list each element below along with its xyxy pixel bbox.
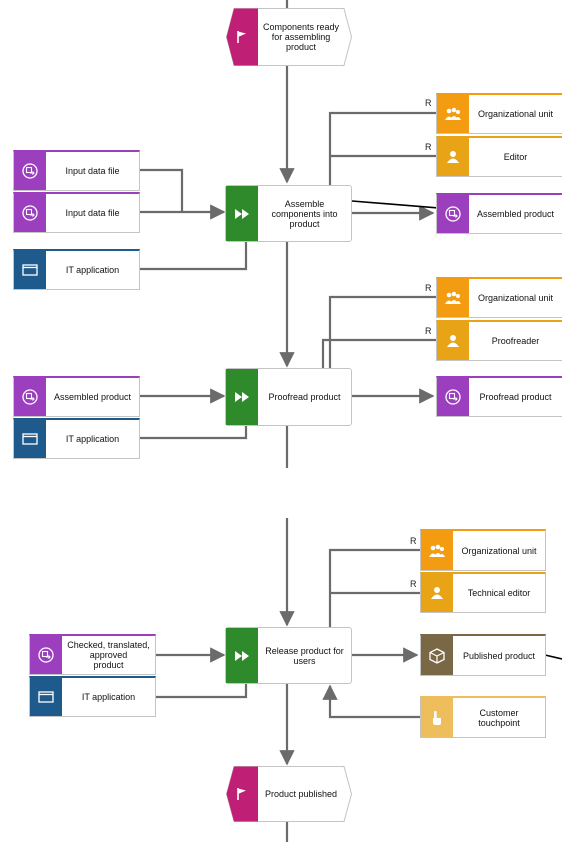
fast-forward-icon [226,186,258,241]
role-label: Organizational unit [477,109,554,119]
group-icon [421,531,453,570]
fast-forward-icon [226,628,258,683]
event-label: Components ready for assembling product [262,22,340,52]
input-assembled-product[interactable]: Assembled product [13,376,140,417]
relation-marker: R [425,283,432,293]
flag-icon [226,8,258,66]
data-file-icon [30,636,62,674]
output-assembled-product[interactable]: Assembled product [436,193,562,234]
function-label: Release product for users [265,645,344,666]
relation-marker: R [425,98,432,108]
function-label: Assemble components into product [271,198,338,229]
window-icon [14,251,46,289]
event-components-ready[interactable]: Components ready for assembling product [226,8,352,66]
fast-forward-icon [226,369,258,425]
input-label: IT application [65,434,120,444]
data-file-icon [437,378,469,416]
role-label: Organizational unit [461,545,537,556]
input-label: IT application [81,692,136,702]
event-product-published[interactable]: Product published [226,766,352,822]
role-organizational-unit-3[interactable]: Organizational unit [420,529,546,571]
hand-pointer-icon [421,698,453,737]
event-label: Product published [264,789,338,799]
role-technical-editor[interactable]: Technical editor [420,572,546,613]
relation-marker: R [425,326,432,336]
role-label: Editor [503,152,528,162]
input-label: Checked, translated, approved product [67,640,150,670]
input-label: Assembled product [53,392,132,402]
role-organizational-unit-1[interactable]: Organizational unit [436,93,562,134]
relation-marker: R [410,536,417,546]
person-icon [437,138,469,176]
input-label: IT application [65,265,120,275]
touchpoint-label: Customer touchpoint [478,707,520,728]
output-label: Published product [462,650,536,661]
relation-marker: R [410,579,417,589]
person-icon [437,322,469,360]
data-file-icon [14,378,46,416]
role-label: Technical editor [467,588,531,598]
package-icon [421,636,453,675]
role-organizational-unit-2[interactable]: Organizational unit [436,277,562,318]
output-label: Assembled product [476,209,555,219]
relation-marker: R [425,142,432,152]
function-label: Proofread product [268,392,341,402]
window-icon [30,678,62,716]
role-editor[interactable]: Editor [436,136,562,177]
flag-icon [226,766,258,822]
role-label: Proofreader [491,336,540,346]
output-label: Proofread product [479,392,552,402]
function-release[interactable]: Release product for users [225,627,352,684]
data-file-icon [437,195,469,233]
customer-touchpoint[interactable]: Customer touchpoint [420,696,546,738]
input-label: Input data file [65,166,120,176]
input-checked-translated-product[interactable]: Checked, translated, approved product [29,634,156,675]
data-file-icon [14,194,46,232]
group-icon [437,279,469,317]
output-published-product[interactable]: Published product [420,634,546,676]
person-icon [421,574,453,612]
function-proofread[interactable]: Proofread product [225,368,352,426]
window-icon [14,420,46,458]
input-data-file-1[interactable]: Input data file [13,150,140,191]
input-it-application-3[interactable]: IT application [29,676,156,717]
role-label: Organizational unit [477,293,554,303]
input-it-application-1[interactable]: IT application [13,249,140,290]
output-proofread-product[interactable]: Proofread product [436,376,562,417]
data-file-icon [14,152,46,190]
input-it-application-2[interactable]: IT application [13,418,140,459]
input-data-file-2[interactable]: Input data file [13,192,140,233]
role-proofreader[interactable]: Proofreader [436,320,562,361]
input-label: Input data file [65,208,120,218]
group-icon [437,95,469,133]
function-assemble[interactable]: Assemble components into product [225,185,352,242]
